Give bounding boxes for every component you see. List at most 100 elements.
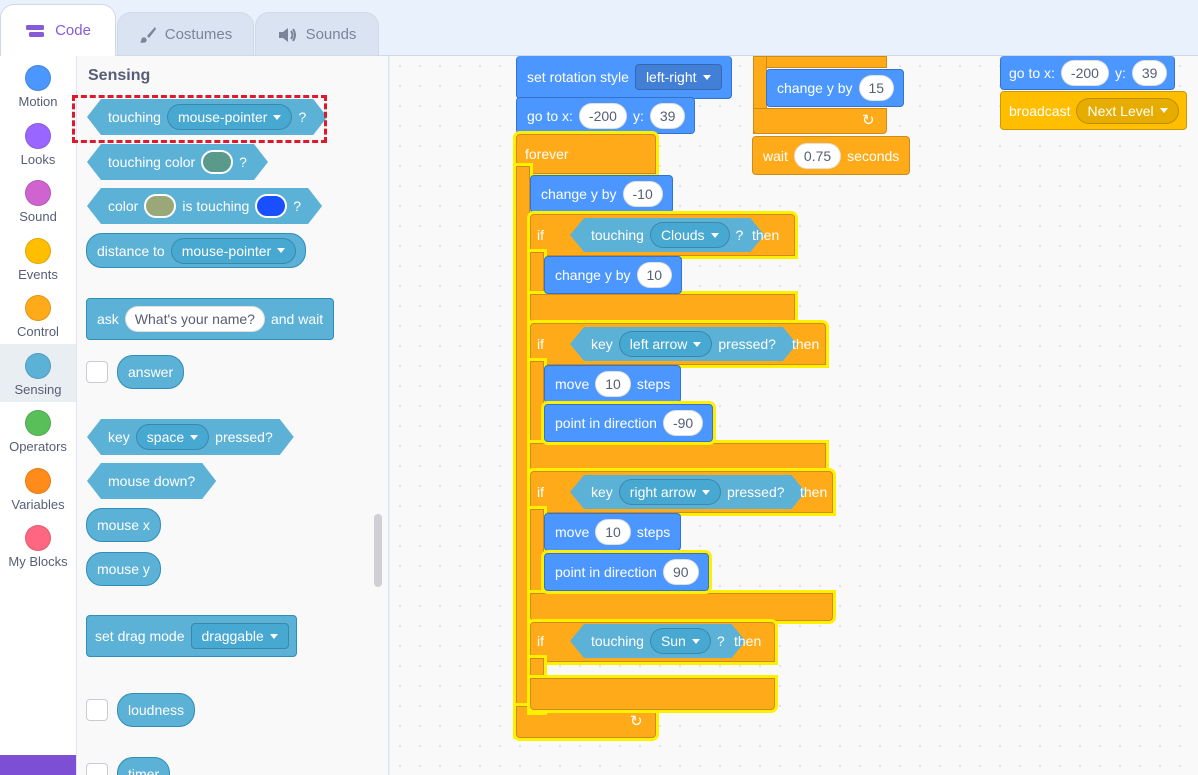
forever-block-frame[interactable] — [516, 134, 656, 174]
tab-code[interactable]: Code — [0, 4, 116, 56]
block-set-drag-mode[interactable]: set drag mode draggable — [86, 615, 297, 657]
block-wait-seconds[interactable]: wait 0.75 seconds — [752, 136, 911, 175]
category-label: Looks — [20, 152, 56, 167]
block-text: and wait — [270, 311, 324, 327]
block-broadcast[interactable]: broadcast Next Level — [1000, 91, 1187, 130]
block-text: set drag mode — [95, 628, 185, 644]
category-looks[interactable]: Looks — [0, 114, 76, 172]
then-label: then — [752, 227, 780, 243]
caret-down-icon — [711, 233, 719, 238]
code-area[interactable]: set rotation style left-right go to x: -… — [390, 56, 1198, 775]
highlight-box — [72, 95, 327, 143]
block-touching-color[interactable]: touching color ? — [87, 144, 268, 180]
tab-divider — [0, 55, 1198, 56]
block-loudness[interactable]: loudness — [117, 693, 196, 727]
block-mouse-y[interactable]: mouse y — [86, 552, 161, 586]
forever-block-left-arm — [516, 166, 530, 736]
touching-target-dropdown[interactable]: mouse-pointer — [167, 104, 293, 130]
palette-scrollbar[interactable] — [374, 514, 382, 587]
ask-question-input[interactable]: What's your name? — [124, 306, 265, 332]
caret-down-icon — [692, 639, 700, 644]
block-mouse-down[interactable]: mouse down? — [87, 463, 216, 499]
block-text: answer — [128, 364, 174, 380]
block-change-y-by[interactable]: change y by 10 — [544, 256, 683, 294]
color-swatch[interactable] — [201, 150, 233, 174]
steps-input[interactable]: 10 — [595, 519, 631, 545]
condition-key-pressed[interactable]: key right arrow pressed? — [570, 475, 806, 509]
timer-checkbox[interactable] — [86, 763, 108, 775]
key-dropdown[interactable]: right arrow — [619, 479, 721, 505]
block-distance-to[interactable]: distance to mouse-pointer — [86, 233, 307, 268]
block-text: y: — [1114, 64, 1126, 81]
y-input[interactable]: 39 — [1131, 59, 1168, 86]
change-y-input[interactable]: -10 — [622, 181, 663, 207]
category-label: Control — [17, 324, 59, 339]
distance-target-dropdown[interactable]: mouse-pointer — [170, 237, 297, 264]
control-block-top[interactable] — [753, 56, 887, 68]
answer-checkbox[interactable] — [86, 361, 108, 383]
key-dropdown[interactable]: left arrow — [619, 331, 713, 357]
then-label: then — [734, 633, 762, 649]
block-point-in-direction[interactable]: point in direction -90 — [544, 404, 714, 442]
block-text: pressed? — [718, 336, 776, 352]
category-operators[interactable]: Operators — [0, 401, 76, 459]
block-text: timer — [128, 766, 160, 775]
loudness-checkbox[interactable] — [86, 699, 108, 721]
code-blocks-icon — [26, 24, 45, 37]
block-touching[interactable]: touching mouse-pointer ? — [87, 99, 327, 135]
block-ask-and-wait[interactable]: ask What's your name? and wait — [86, 298, 335, 340]
rotation-style-dropdown[interactable]: left-right — [634, 64, 722, 90]
if-block-bottom — [530, 593, 833, 621]
block-text: touching color — [108, 154, 196, 170]
x-input[interactable]: -200 — [1060, 59, 1109, 86]
if-label: if — [537, 633, 544, 649]
condition-touching[interactable]: touching Clouds ? — [570, 218, 764, 252]
touching-target-dropdown[interactable]: Clouds — [650, 222, 730, 248]
block-point-in-direction[interactable]: point in direction 90 — [544, 553, 709, 591]
block-set-rotation-style[interactable]: set rotation style left-right — [516, 56, 732, 99]
block-key-pressed[interactable]: key space pressed? — [87, 419, 294, 455]
category-events[interactable]: Events — [0, 229, 76, 287]
category-motion[interactable]: Motion — [0, 56, 76, 114]
steps-input[interactable]: 10 — [595, 371, 631, 397]
wait-seconds-input[interactable]: 0.75 — [793, 142, 842, 169]
touching-target-dropdown[interactable]: Sun — [650, 628, 711, 654]
color-swatch[interactable] — [255, 194, 287, 218]
dropdown-value: mouse-pointer — [177, 109, 268, 125]
condition-touching[interactable]: touching Sun ? — [570, 624, 746, 658]
color-swatch[interactable] — [144, 194, 176, 218]
tab-sounds[interactable]: Sounds — [255, 12, 379, 56]
dropdown-value: mouse-pointer — [181, 242, 272, 259]
block-go-to-xy[interactable]: go to x: -200 y: 39 — [1000, 56, 1176, 90]
block-answer[interactable]: answer — [117, 355, 185, 389]
block-move-steps[interactable]: move 10 steps — [544, 365, 682, 403]
category-sound[interactable]: Sound — [0, 171, 76, 229]
block-text: ? — [716, 633, 725, 649]
drag-mode-dropdown[interactable]: draggable — [190, 623, 289, 649]
category-sensing[interactable]: Sensing — [0, 344, 76, 402]
block-move-steps[interactable]: move 10 steps — [544, 513, 682, 551]
change-y-input[interactable]: 10 — [636, 262, 673, 288]
y-input[interactable]: 39 — [649, 102, 686, 129]
block-timer[interactable]: timer — [117, 757, 171, 775]
direction-input[interactable]: -90 — [662, 410, 704, 436]
tab-code-label: Code — [55, 22, 91, 39]
category-variables[interactable]: Variables — [0, 459, 76, 517]
x-input[interactable]: -200 — [578, 102, 627, 129]
category-control[interactable]: Control — [0, 286, 76, 344]
direction-input[interactable]: 90 — [662, 559, 699, 585]
block-mouse-x[interactable]: mouse x — [86, 508, 161, 542]
broadcast-message-dropdown[interactable]: Next Level — [1076, 97, 1179, 124]
block-change-y-by[interactable]: change y by 15 — [766, 69, 905, 107]
block-change-y-by[interactable]: change y by -10 — [530, 175, 673, 213]
condition-key-pressed[interactable]: key left arrow pressed? — [570, 327, 797, 361]
change-y-input[interactable]: 15 — [858, 75, 895, 101]
block-color-is-touching[interactable]: color is touching ? — [87, 188, 322, 224]
category-my-blocks[interactable]: My Blocks — [0, 516, 76, 574]
key-dropdown[interactable]: space — [136, 424, 209, 450]
add-extension-button[interactable] — [0, 755, 76, 775]
caret-down-icon — [693, 342, 701, 347]
tab-costumes[interactable]: Costumes — [117, 12, 254, 56]
dropdown-value: left-right — [645, 69, 697, 85]
block-go-to-xy[interactable]: go to x: -200 y: 39 — [516, 97, 696, 134]
